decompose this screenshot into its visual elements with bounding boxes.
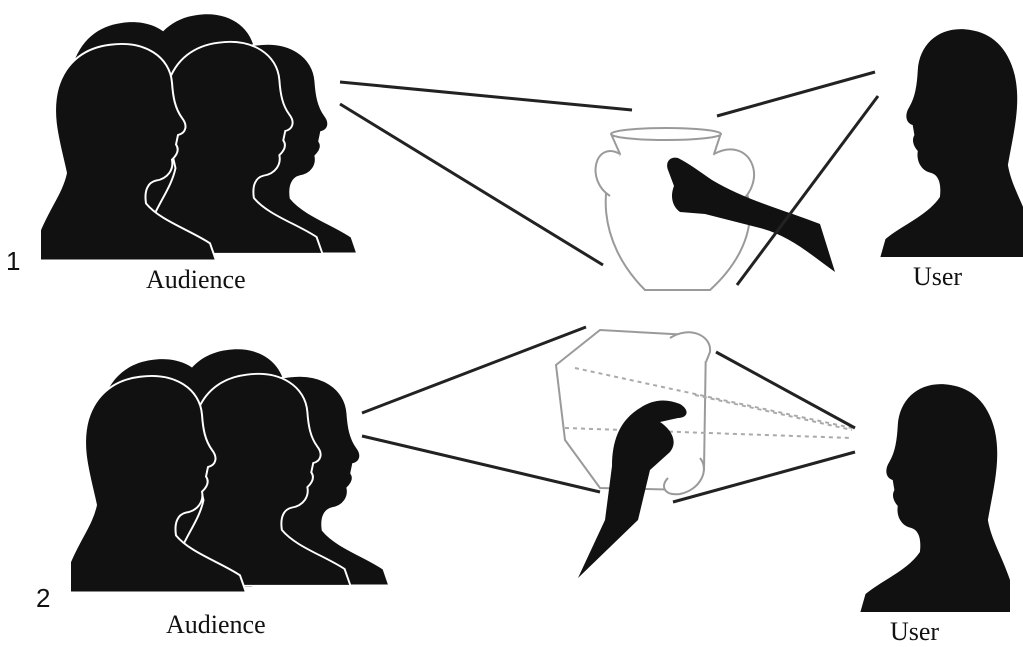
panel-number: 1 bbox=[6, 246, 21, 276]
sight-line bbox=[361, 325, 587, 415]
vase-icon bbox=[594, 127, 755, 291]
audience-group bbox=[39, 14, 359, 262]
user-head-icon bbox=[880, 29, 1023, 257]
pointing-hand-icon bbox=[578, 400, 687, 578]
sight-line bbox=[339, 80, 633, 112]
sight-line bbox=[716, 70, 876, 118]
sight-line bbox=[672, 450, 856, 504]
panel-number: 2 bbox=[36, 583, 51, 613]
sight-line bbox=[715, 350, 856, 430]
audience-label: Audience bbox=[146, 265, 246, 294]
sight-line bbox=[735, 95, 880, 286]
panel-1 bbox=[39, 14, 1023, 291]
user-label: User bbox=[890, 617, 940, 646]
audience-group bbox=[69, 349, 391, 594]
sight-line bbox=[361, 434, 601, 494]
user-label: User bbox=[913, 262, 963, 291]
sight-line bbox=[339, 102, 604, 267]
panel-2 bbox=[69, 325, 1010, 612]
audience-label: Audience bbox=[166, 610, 266, 639]
pointing-hand-icon bbox=[667, 157, 835, 272]
user-head-icon bbox=[860, 384, 1010, 612]
projection-lines bbox=[564, 367, 853, 439]
